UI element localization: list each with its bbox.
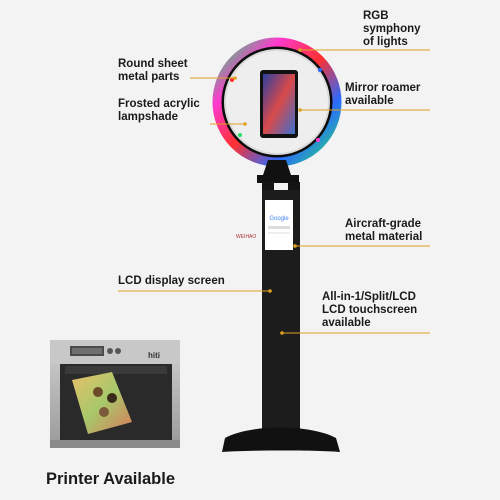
label-line: Round sheet bbox=[118, 58, 188, 70]
label-line: Frosted acrylic bbox=[118, 98, 200, 110]
printer: hiti bbox=[50, 340, 180, 448]
label-lcd-display: LCD display screen bbox=[118, 275, 225, 288]
tablet-in-ring bbox=[260, 70, 298, 138]
printer-brand: hiti bbox=[148, 351, 160, 360]
label-line: of lights bbox=[363, 36, 408, 48]
label-line: symphony bbox=[363, 23, 421, 35]
label-line: metal material bbox=[345, 231, 423, 243]
screen-logo-text: Google bbox=[269, 216, 289, 222]
label-line: Mirror roamer bbox=[345, 82, 421, 94]
label-line: metal parts bbox=[118, 71, 180, 83]
label-line: LCD touchscreen bbox=[322, 304, 418, 316]
label-line: Aircraft-grade bbox=[345, 218, 422, 230]
label-aircraft-grade: Aircraft-grade metal material bbox=[345, 218, 422, 244]
leader-lines bbox=[118, 48, 430, 335]
stand-base bbox=[222, 427, 340, 452]
pole-lcd-screen: Google bbox=[265, 200, 293, 250]
label-frosted-acrylic: Frosted acrylic lampshade bbox=[118, 98, 200, 124]
label-line: available bbox=[345, 95, 394, 107]
label-round-sheet: Round sheet metal parts bbox=[118, 58, 188, 84]
label-line: available bbox=[322, 317, 371, 329]
sticker-text: WEIHAO bbox=[236, 234, 256, 240]
printer-available-caption: Printer Available bbox=[46, 470, 175, 488]
label-mirror-roamer: Mirror roamer available bbox=[345, 82, 420, 108]
label-rgb-symphony: RGB symphony of lights bbox=[363, 10, 421, 49]
label-line: LCD display screen bbox=[118, 275, 225, 287]
label-all-in-one: All-in-1/Split/LCD LCD touchscreen avail… bbox=[322, 291, 417, 330]
label-line: RGB bbox=[363, 10, 389, 22]
label-line: lampshade bbox=[118, 111, 179, 123]
label-line: All-in-1/Split/LCD bbox=[322, 291, 416, 303]
